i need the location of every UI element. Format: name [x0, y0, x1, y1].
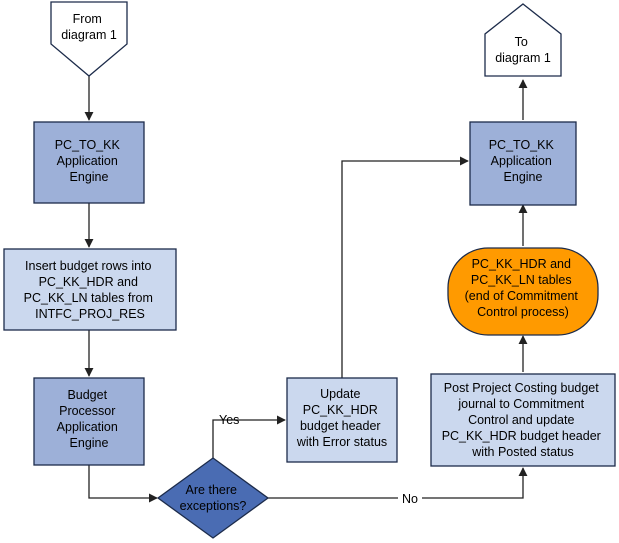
node-pc-to-kk-left: PC_TO_KK Application Engine [33, 121, 145, 204]
from-diagram-label: From diagram 1 [61, 12, 117, 42]
node-from-diagram: From diagram 1 [50, 1, 128, 77]
post-journal-label: Post Project Costing budget journal to C… [442, 381, 605, 459]
node-insert-rows: Insert budget rows into PC_KK_HDR and PC… [3, 248, 177, 331]
kk-tables-label: PC_KK_HDR and PC_KK_LN tables (end of Co… [465, 257, 582, 319]
decision-diamond [156, 457, 270, 539]
decision-label: Are there exceptions? [180, 483, 247, 513]
kk-tables-terminal [447, 247, 599, 336]
edge-decision-yes-to-update [212, 415, 286, 458]
edge-label-no: No [402, 492, 418, 506]
pc-to-kk-left-box [33, 121, 145, 204]
edge-processor-to-decision [88, 465, 158, 503]
insert-rows-box [3, 248, 177, 331]
pc-to-kk-right-box [469, 121, 577, 206]
to-diagram-shape [484, 3, 562, 77]
pc-to-kk-left-label: PC_TO_KK Application Engine [55, 138, 124, 184]
connector-lines [84, 76, 528, 503]
edge-decision-no-to-post [268, 467, 528, 499]
post-journal-box [430, 373, 616, 467]
node-budget-processor: Budget Processor Application Engine [33, 377, 145, 466]
no-label-background [398, 490, 422, 506]
node-post-journal: Post Project Costing budget journal to C… [430, 373, 616, 467]
node-pc-to-kk-right: PC_TO_KK Application Engine [469, 121, 577, 206]
node-kk-tables: PC_KK_HDR and PC_KK_LN tables (end of Co… [447, 247, 599, 336]
budget-processor-box [33, 377, 145, 466]
update-error-box [286, 377, 398, 463]
insert-rows-label: Insert budget rows into PC_KK_HDR and PC… [24, 259, 157, 321]
node-decision: Are there exceptions? [156, 457, 270, 539]
edge-update-to-pctokk-right [341, 156, 469, 378]
budget-processor-label: Budget Processor Application Engine [57, 388, 122, 450]
pc-to-kk-right-label: PC_TO_KK Application Engine [489, 138, 558, 184]
to-diagram-label: To diagram 1 [495, 35, 551, 65]
node-to-diagram: To diagram 1 [484, 3, 562, 77]
update-error-label: Update PC_KK_HDR budget header with Erro… [296, 387, 387, 449]
node-update-error: Update PC_KK_HDR budget header with Erro… [286, 377, 398, 463]
edge-label-yes: Yes [219, 413, 239, 427]
from-diagram-shape [50, 1, 128, 77]
